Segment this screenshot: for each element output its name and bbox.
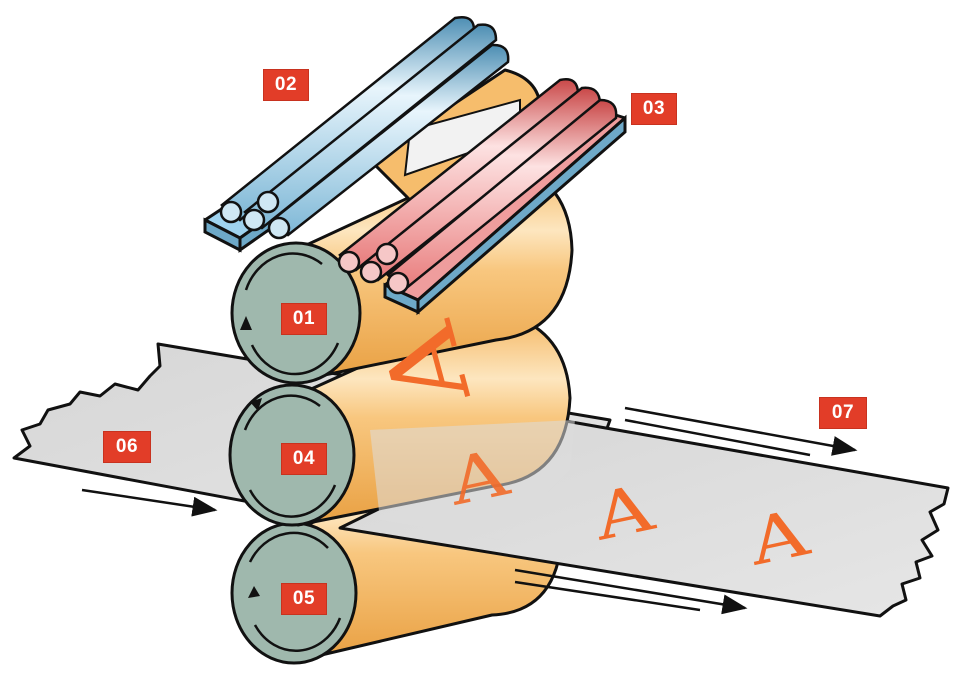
label-03: 03 — [632, 94, 676, 124]
label-06: 06 — [104, 432, 150, 462]
label-07: 07 — [820, 398, 866, 428]
label-01: 01 — [282, 304, 326, 334]
label-05: 05 — [282, 584, 326, 614]
label-02: 02 — [264, 70, 308, 100]
label-04: 04 — [282, 444, 326, 474]
